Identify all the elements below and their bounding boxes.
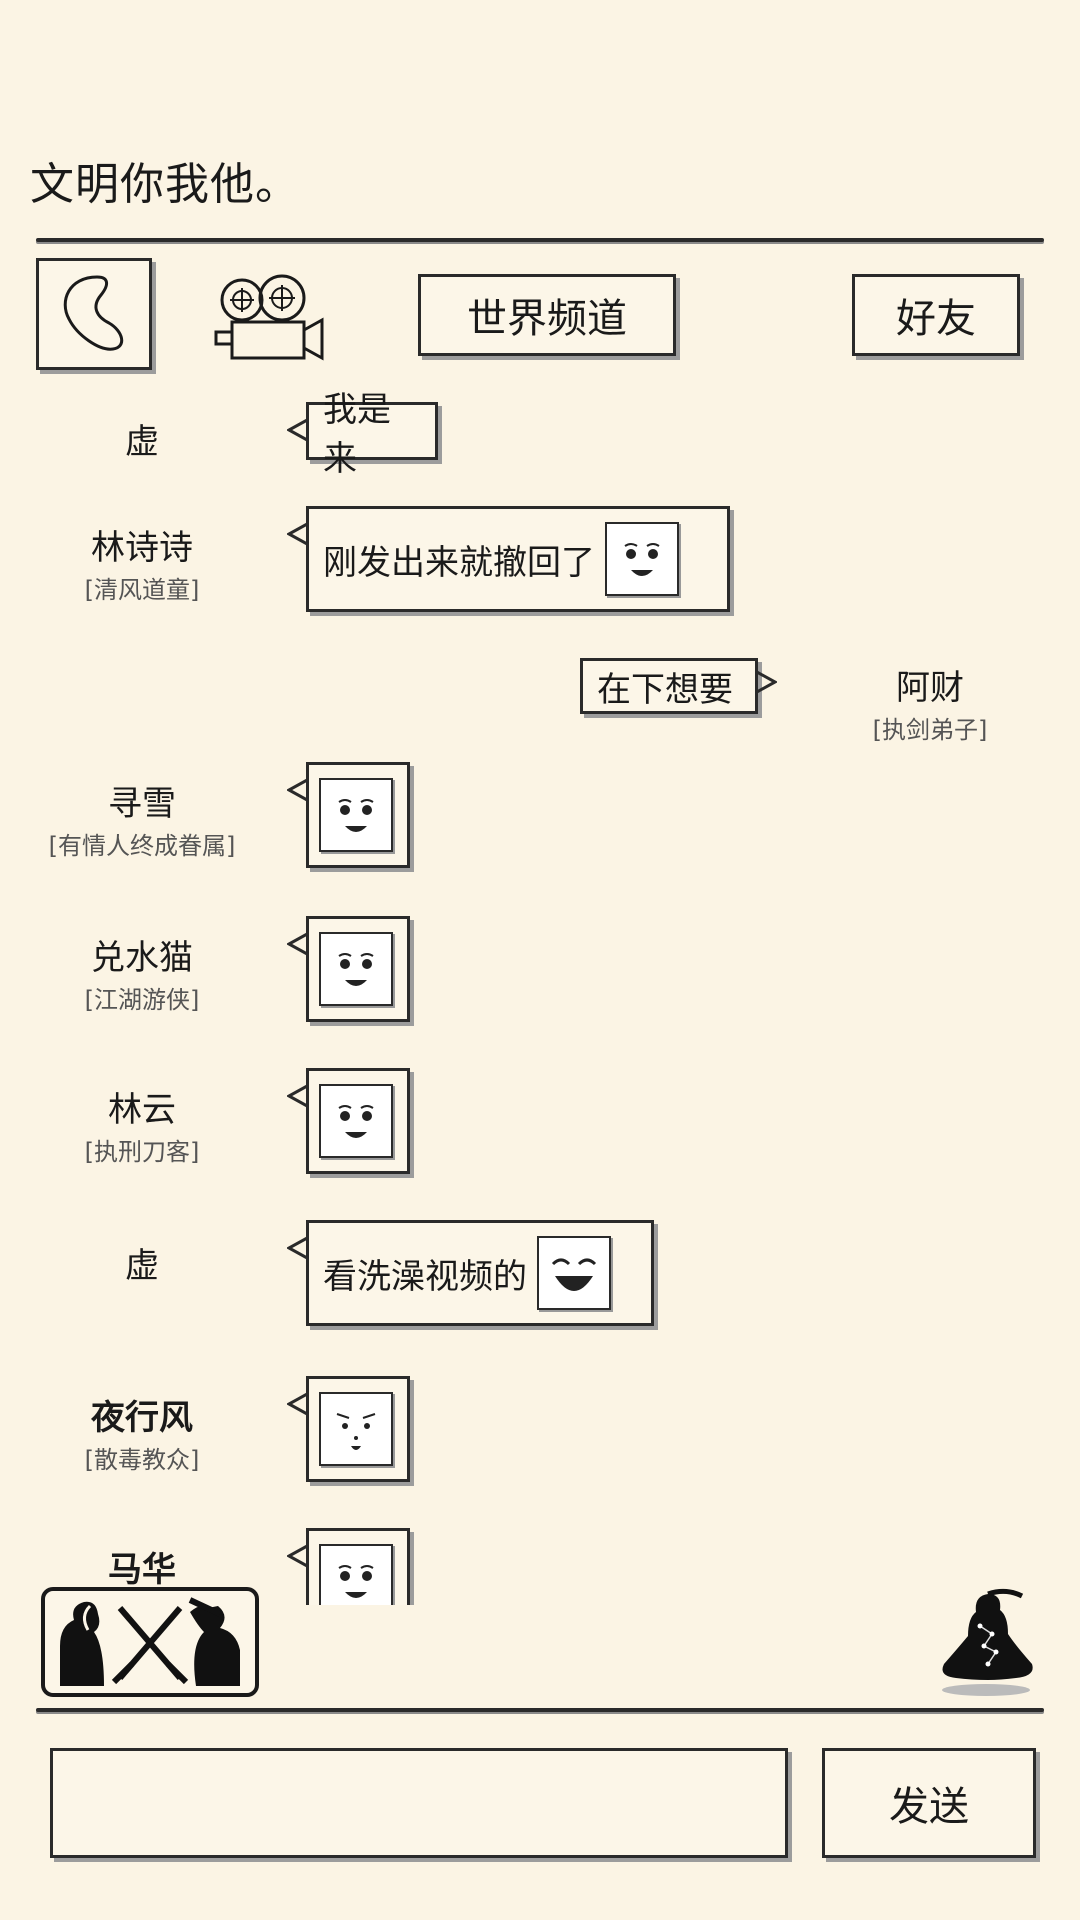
sender-title: [江湖游侠] [84,986,200,1014]
back-button[interactable] [36,258,152,370]
happy-face-emoji-icon [319,1084,393,1158]
world-channel-label: 世界频道 [467,296,627,342]
sender-name[interactable]: 马华 [108,1550,176,1590]
message-input[interactable] [53,1751,785,1811]
message-bubble[interactable]: 在下想要 [580,658,777,714]
sender-title: [散毒教众] [84,1446,200,1474]
sender-name[interactable]: 虚 [125,1246,159,1286]
happy-face-emoji-icon [319,1544,393,1605]
message-text: 我是来 [323,390,391,479]
message-input-box[interactable] [50,1748,788,1858]
back-icon [63,275,124,351]
sender-title: [有情人终成眷属] [48,832,236,860]
send-button-label: 发送 [889,1784,969,1830]
message-text: 在下想要 [597,669,733,710]
message-bubble[interactable]: 看洗澡视频的 [287,1220,654,1326]
message-bubble[interactable] [287,1068,410,1174]
meditation-icon[interactable] [936,1586,1042,1698]
happy-face-emoji-icon [319,778,393,852]
sender-name[interactable]: 兑水猫 [91,938,193,978]
friends-label: 好友 [896,296,976,342]
sender-name[interactable]: 虚 [125,422,159,462]
message-bubble[interactable]: 我是来 [287,390,438,479]
chat-list[interactable]: 虚 我是来 林诗诗 [清风道童] 刚发出来就撤回了 在下想要 阿财 [执剑弟子]… [0,390,1080,1605]
message-text: 刚发出来就撤回了 [323,542,595,583]
message-text: 看洗澡视频的 [323,1256,527,1297]
sender-name[interactable]: 林诗诗 [91,528,193,568]
camera-icon[interactable] [212,272,326,368]
message-bubble[interactable] [287,1376,410,1482]
sender-name[interactable]: 夜行风 [91,1398,193,1438]
laughing-face-emoji-icon [537,1236,611,1310]
world-channel-tab[interactable]: 世界频道 [418,274,676,356]
system-notice: 文明你我他。 [30,159,300,210]
sender-title: [执剑弟子] [872,716,988,744]
sender-name[interactable]: 林云 [108,1090,176,1130]
sender-title: [清风道童] [84,576,200,604]
message-bubble[interactable]: 刚发出来就撤回了 [287,506,730,612]
sender-name[interactable]: 寻雪 [108,784,176,824]
friends-tab[interactable]: 好友 [852,274,1020,356]
send-button[interactable]: 发送 [822,1748,1036,1858]
annoyed-face-emoji-icon [319,1392,393,1466]
message-bubble[interactable] [287,762,410,868]
message-bubble[interactable] [287,1528,410,1605]
duel-icon[interactable] [40,1586,260,1698]
bottom-divider [36,1708,1044,1712]
sender-name[interactable]: 阿财 [896,668,964,708]
happy-face-emoji-icon [605,522,679,596]
happy-face-emoji-icon [319,932,393,1006]
message-bubble[interactable] [287,916,410,1022]
top-divider [36,238,1044,242]
sender-title: [执刑刀客] [84,1138,200,1166]
